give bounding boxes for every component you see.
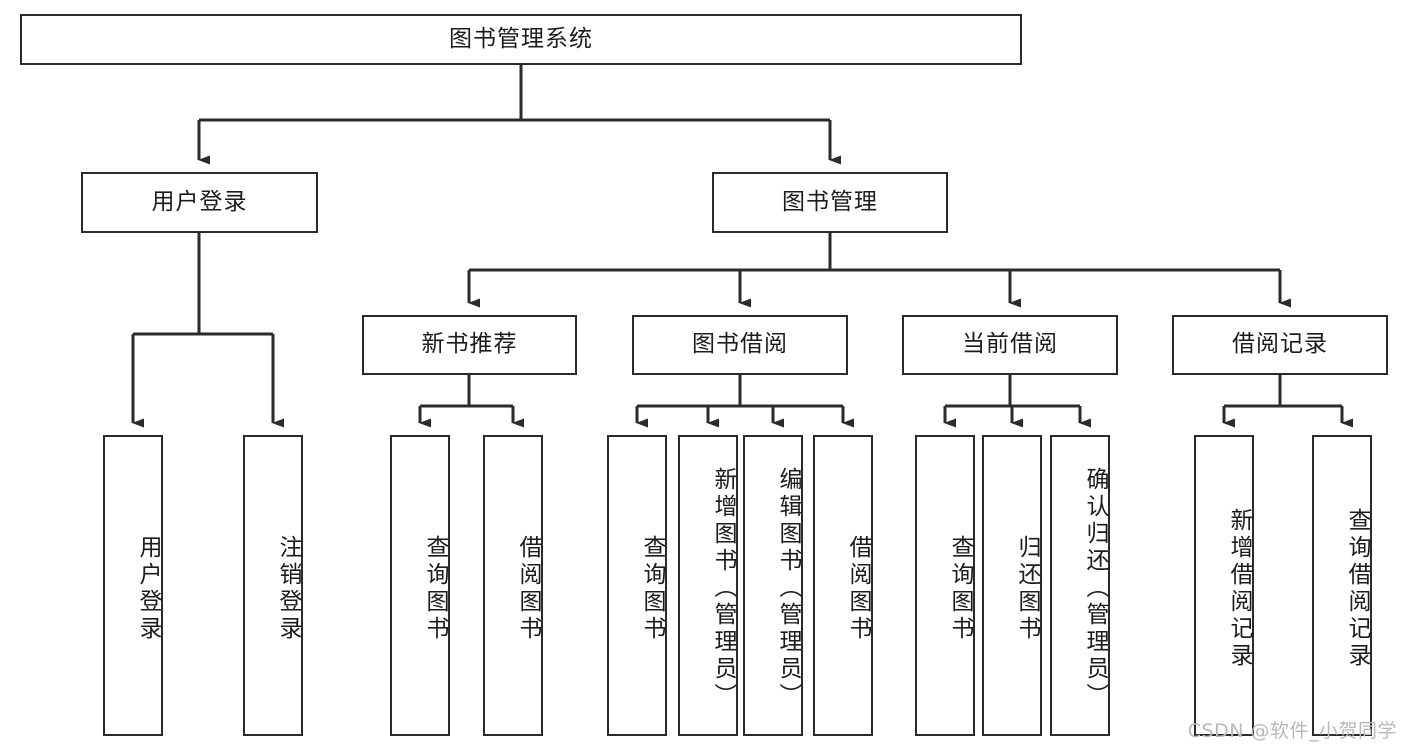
node-leaf-confirm-return[interactable]: 确认归还（管理员）	[1050, 435, 1110, 736]
node-leaf-edit-book-label: 编辑图书（管理员）	[775, 467, 801, 710]
node-book-manage-label: 图书管理	[782, 188, 878, 215]
node-leaf-borrow-book-1[interactable]: 借阅图书	[483, 435, 543, 736]
node-new-book-rec-label: 新书推荐	[421, 331, 518, 358]
node-leaf-borrow-book-2-label: 借阅图书	[845, 534, 871, 643]
node-leaf-confirm-return-label: 确认归还（管理员）	[1082, 467, 1108, 710]
node-leaf-query-book-3-label: 查询图书	[947, 534, 973, 643]
node-borrow-record-label: 借阅记录	[1232, 331, 1328, 358]
node-leaf-user-login-label: 用户登录	[135, 534, 161, 643]
node-leaf-borrow-book-2[interactable]: 借阅图书	[813, 435, 873, 736]
node-leaf-return-book-label: 归还图书	[1014, 534, 1040, 643]
node-leaf-query-record[interactable]: 查询借阅记录	[1312, 435, 1372, 736]
node-leaf-logout-label: 注销登录	[275, 534, 301, 643]
node-root-label: 图书管理系统	[449, 25, 593, 52]
node-leaf-query-book-3[interactable]: 查询图书	[915, 435, 975, 736]
node-leaf-add-book[interactable]: 新增图书（管理员）	[678, 435, 738, 736]
node-user-login-label: 用户登录	[151, 188, 248, 215]
node-leaf-add-record-label: 新增借阅记录	[1226, 507, 1252, 670]
node-leaf-query-book-2-label: 查询图书	[639, 534, 665, 643]
node-leaf-query-book-1[interactable]: 查询图书	[390, 435, 450, 736]
node-book-borrow-label: 图书借阅	[692, 331, 788, 358]
node-leaf-return-book[interactable]: 归还图书	[982, 435, 1042, 736]
node-leaf-borrow-book-1-label: 借阅图书	[515, 534, 541, 643]
node-new-book-rec[interactable]: 新书推荐	[362, 315, 577, 375]
node-root[interactable]: 图书管理系统	[20, 14, 1022, 65]
node-leaf-add-book-label: 新增图书（管理员）	[710, 467, 736, 710]
node-current-borrow-label: 当前借阅	[962, 331, 1058, 358]
node-user-login[interactable]: 用户登录	[81, 172, 318, 233]
node-borrow-record[interactable]: 借阅记录	[1172, 315, 1388, 375]
node-leaf-query-book-2[interactable]: 查询图书	[607, 435, 667, 736]
node-leaf-query-book-1-label: 查询图书	[422, 534, 448, 643]
node-leaf-logout[interactable]: 注销登录	[243, 435, 303, 736]
node-leaf-user-login[interactable]: 用户登录	[103, 435, 163, 736]
node-current-borrow[interactable]: 当前借阅	[902, 315, 1118, 375]
watermark: CSDN @软件_小贺同学	[1187, 720, 1397, 742]
node-leaf-query-record-label: 查询借阅记录	[1344, 507, 1370, 670]
node-book-borrow[interactable]: 图书借阅	[632, 315, 848, 375]
node-leaf-add-record[interactable]: 新增借阅记录	[1194, 435, 1254, 736]
node-leaf-edit-book[interactable]: 编辑图书（管理员）	[743, 435, 803, 736]
node-book-manage[interactable]: 图书管理	[712, 172, 948, 233]
